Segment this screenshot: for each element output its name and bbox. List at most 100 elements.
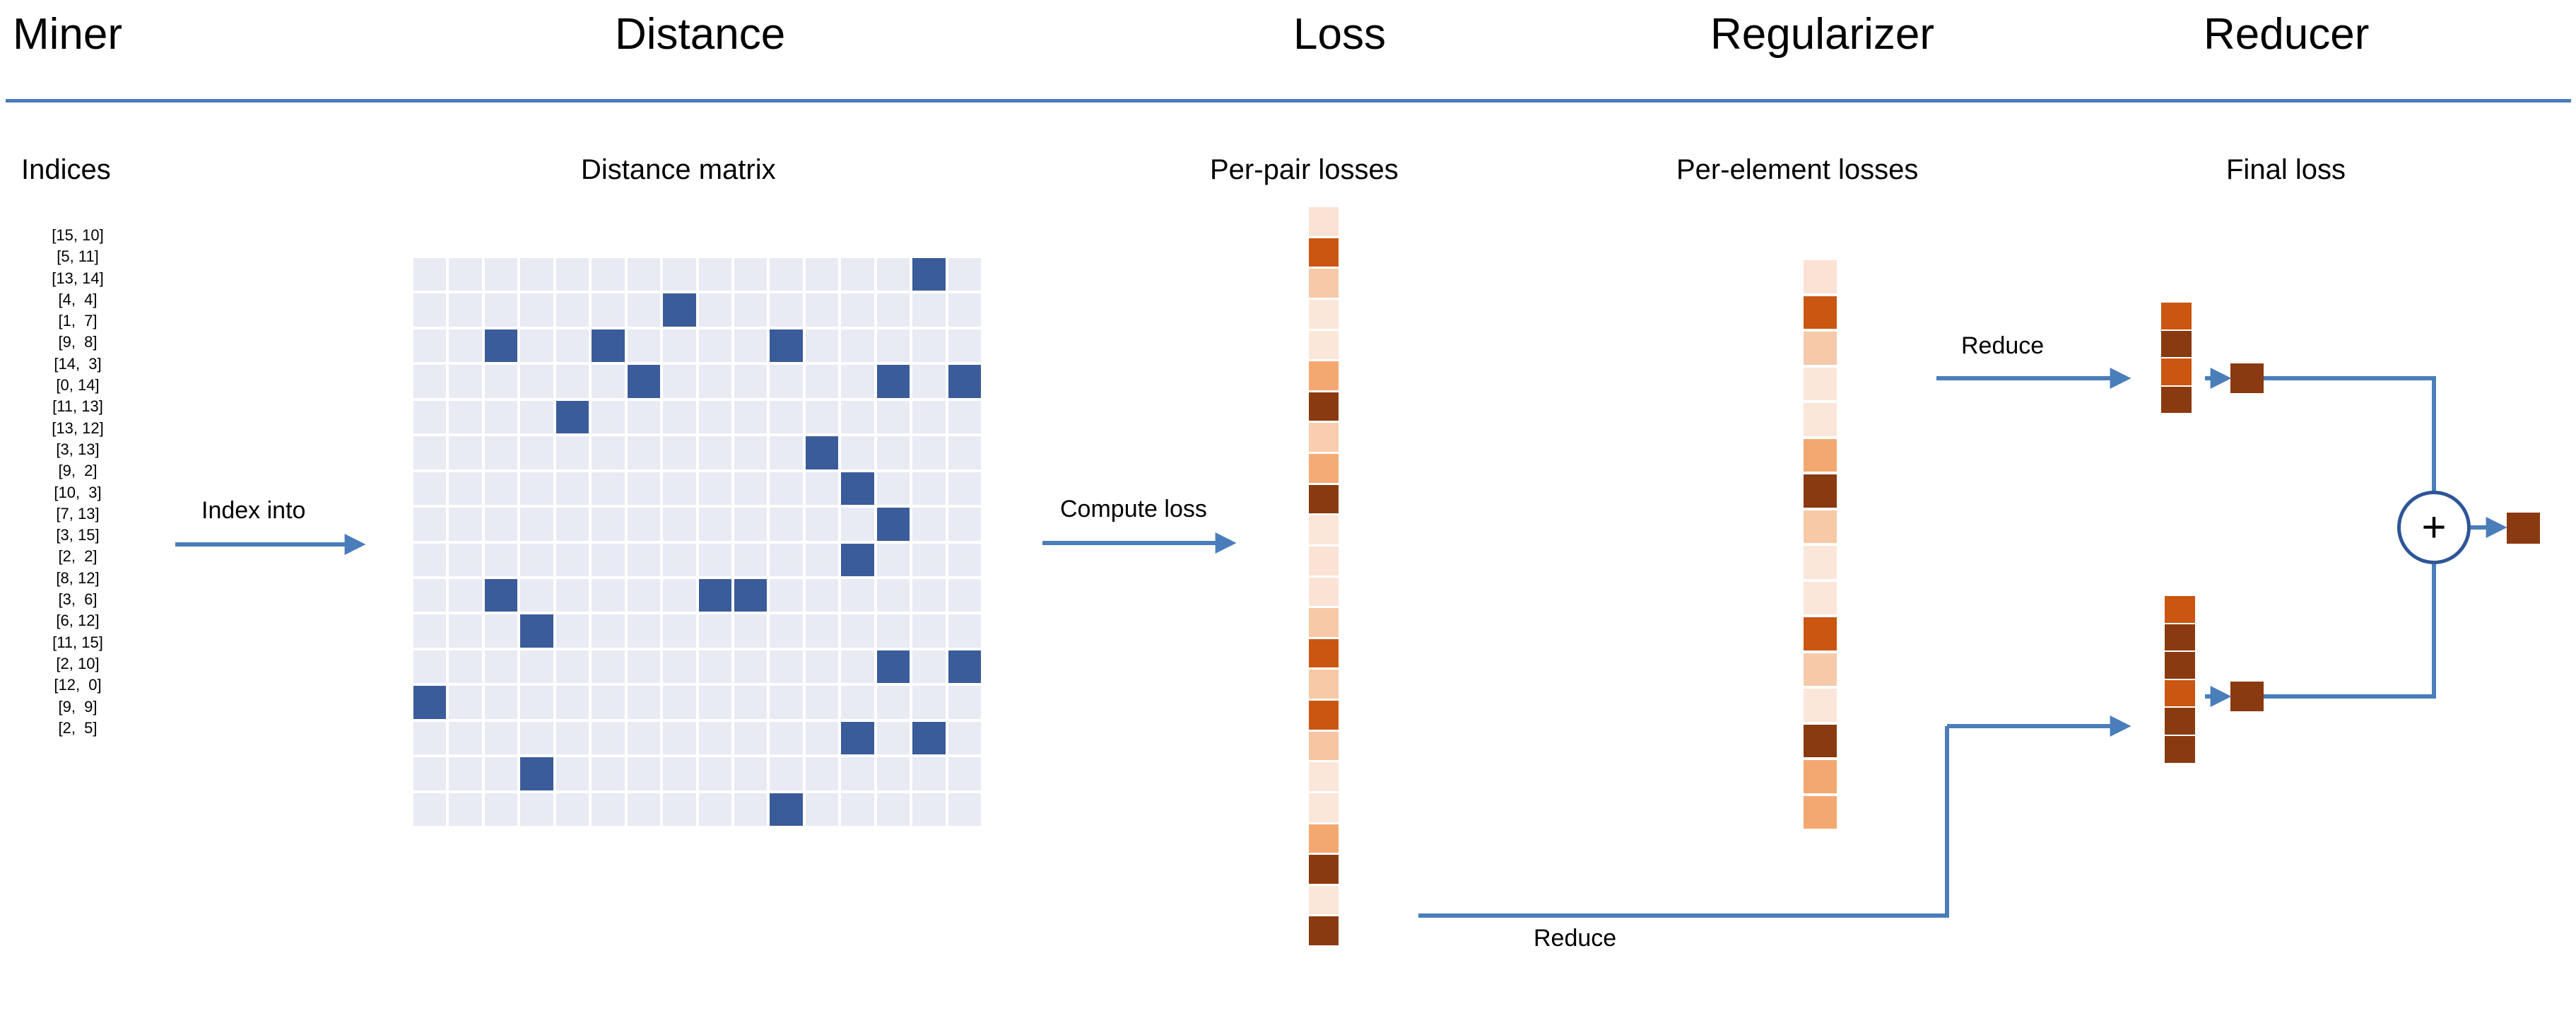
matrix-cell	[770, 578, 803, 612]
matrix-cell	[520, 293, 553, 327]
column-title-reducer: Reducer	[2204, 10, 2370, 59]
matrix-cell	[698, 258, 731, 291]
per-element-loss-cell	[1804, 367, 1837, 403]
matrix-cell	[841, 293, 874, 327]
subtitle-per-pair-losses: Per-pair losses	[1210, 154, 1399, 185]
matrix-cell	[627, 508, 661, 541]
matrix-cell	[841, 793, 874, 826]
matrix-cell	[770, 614, 803, 648]
column-title-distance: Distance	[615, 10, 786, 59]
matrix-cell	[484, 543, 518, 576]
matrix-cell	[663, 578, 696, 612]
matrix-cell	[413, 258, 447, 291]
matrix-cell	[592, 258, 625, 291]
matrix-cell	[627, 543, 661, 576]
matrix-cell	[484, 721, 518, 755]
matrix-cell	[627, 686, 661, 719]
per-pair-loss-cell	[1309, 361, 1339, 392]
matrix-cell	[770, 400, 803, 434]
per-element-loss-cell	[1804, 546, 1837, 582]
matrix-cell	[484, 757, 518, 790]
matrix-cell	[484, 793, 518, 826]
matrix-cell-active	[876, 365, 910, 398]
reducer-bottom-cell	[2165, 735, 2195, 764]
matrix-cell	[449, 472, 482, 506]
matrix-cell	[734, 258, 767, 291]
matrix-cell-active	[841, 472, 874, 506]
index-row: [3, 13]	[56, 440, 100, 458]
per-pair-loss-cell	[1309, 731, 1339, 763]
matrix-cell	[592, 578, 625, 612]
subtitle-final-loss: Final loss	[2226, 154, 2346, 185]
per-element-loss-cell	[1804, 260, 1837, 296]
per-pair-loss-cell	[1309, 299, 1339, 331]
matrix-cell-active	[770, 793, 803, 826]
index-row: [11, 15]	[52, 633, 103, 651]
matrix-cell	[734, 329, 767, 363]
per-element-loss-cell	[1804, 689, 1837, 725]
matrix-cell	[948, 793, 981, 826]
index-row: [15, 10]	[52, 226, 104, 244]
index-row: [9, 9]	[58, 697, 98, 716]
matrix-cell	[876, 436, 910, 469]
indices-list: [15, 10][5, 11][13, 14][4, 4][1, 7][9, 8…	[21, 225, 134, 739]
matrix-cell	[948, 472, 981, 506]
matrix-cell	[484, 472, 518, 506]
matrix-cell	[520, 400, 553, 434]
per-element-losses-column	[1804, 260, 1837, 831]
matrix-cell	[912, 757, 946, 790]
matrix-cell	[912, 472, 946, 506]
matrix-cell	[413, 721, 447, 755]
index-row: [13, 12]	[52, 419, 104, 437]
matrix-cell	[413, 472, 447, 506]
matrix-cell	[876, 578, 910, 612]
matrix-cell	[805, 258, 839, 291]
index-row: [9, 8]	[58, 333, 98, 351]
matrix-cell	[484, 614, 518, 648]
matrix-cell	[912, 543, 946, 576]
matrix-cell	[520, 329, 553, 363]
matrix-cell	[948, 721, 981, 755]
matrix-cell	[555, 614, 589, 648]
matrix-cell	[520, 543, 553, 576]
per-pair-loss-cell	[1309, 638, 1339, 670]
per-element-loss-cell	[1804, 332, 1837, 368]
matrix-cell	[734, 757, 767, 790]
matrix-cell	[663, 543, 696, 576]
matrix-cell	[449, 293, 482, 327]
matrix-cell	[698, 508, 731, 541]
index-row: [5, 11]	[57, 247, 99, 266]
matrix-cell	[770, 365, 803, 398]
per-pair-loss-cell	[1309, 454, 1339, 485]
matrix-cell	[520, 365, 553, 398]
matrix-cell	[484, 400, 518, 434]
matrix-cell	[805, 365, 839, 398]
matrix-cell	[770, 436, 803, 469]
matrix-cell	[663, 508, 696, 541]
index-row: [12, 0]	[54, 676, 102, 694]
matrix-cell	[592, 686, 625, 719]
matrix-cell	[734, 400, 767, 434]
matrix-cell	[555, 686, 589, 719]
matrix-cell	[698, 293, 731, 327]
matrix-cell-active	[770, 329, 803, 363]
index-row: [11, 13]	[52, 397, 103, 416]
matrix-cell	[734, 793, 767, 826]
matrix-cell	[520, 650, 553, 684]
per-element-loss-cell	[1804, 438, 1837, 474]
header-divider	[6, 99, 2571, 103]
matrix-cell	[912, 329, 946, 363]
matrix-cell-active	[520, 614, 553, 648]
matrix-cell	[841, 258, 874, 291]
per-pair-loss-cell	[1309, 546, 1339, 578]
matrix-cell	[805, 686, 839, 719]
matrix-cell	[698, 614, 731, 648]
matrix-cell	[912, 793, 946, 826]
matrix-cell-active	[948, 365, 981, 398]
index-row: [2, 10]	[56, 654, 100, 672]
distance-matrix	[413, 258, 981, 826]
matrix-cell	[627, 650, 661, 684]
matrix-cell	[805, 650, 839, 684]
matrix-cell	[912, 400, 946, 434]
